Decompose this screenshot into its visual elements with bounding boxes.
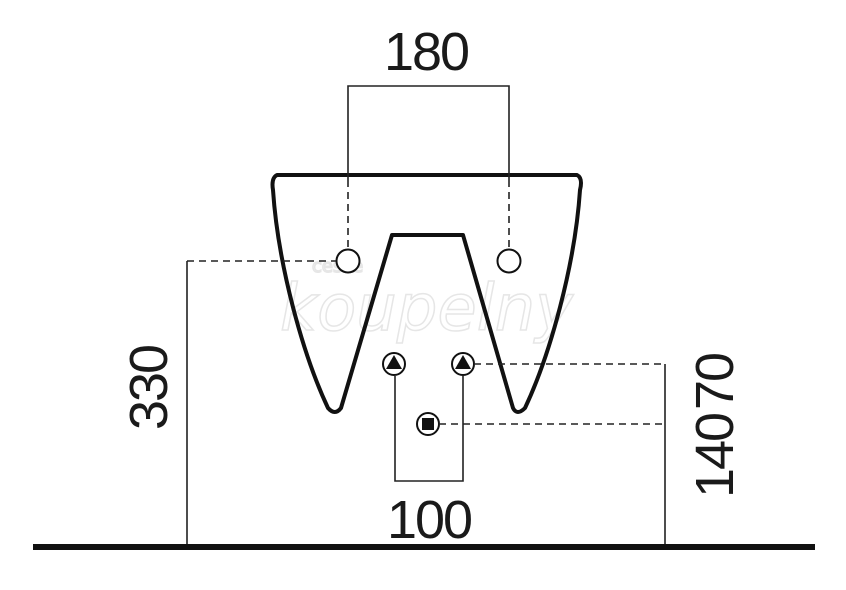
watermark-large-text: koupelny <box>280 272 574 346</box>
mounting-hole-right <box>496 248 522 274</box>
dimension-label-180: 180 <box>384 22 468 82</box>
dimension-label-330: 330 <box>119 346 179 430</box>
dimension-right-heights: 140 70 <box>439 354 745 546</box>
water-inlet-left <box>382 352 406 376</box>
dimension-label-140: 140 <box>685 414 745 498</box>
dimension-label-100: 100 <box>387 490 471 550</box>
water-inlet-right <box>451 352 475 376</box>
dimension-bottom-width: 100 <box>387 376 473 550</box>
bidet-outline <box>270 173 583 414</box>
dimension-left-height: 330 <box>119 260 336 546</box>
mounting-hole-left <box>335 248 361 274</box>
drain-outlet <box>416 412 440 436</box>
watermark: ceske koupelny <box>279 255 575 347</box>
dimension-top-width: 180 <box>347 22 510 248</box>
dimension-label-70: 70 <box>685 354 745 410</box>
